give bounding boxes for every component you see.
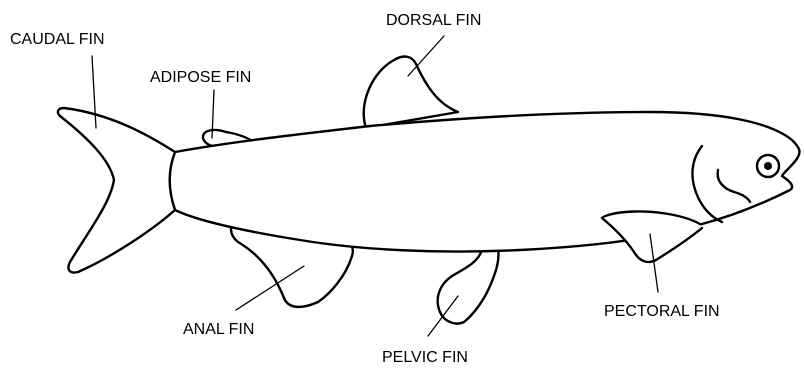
- caudal-fin: [58, 108, 175, 273]
- pelvic-fin: [438, 248, 499, 324]
- adipose-fin-label: ADIPOSE FIN: [150, 69, 251, 86]
- dorsal-fin-label: DORSAL FIN: [386, 12, 481, 29]
- dorsal-fin-leader: [408, 36, 444, 76]
- dorsal-fin: [364, 57, 458, 128]
- caudal-fin-label: CAUDAL FIN: [10, 31, 105, 48]
- anal-fin-label: ANAL FIN: [183, 321, 254, 338]
- fish-body: [170, 112, 800, 252]
- pupil: [764, 162, 772, 170]
- pelvic-fin-label: PELVIC FIN: [382, 349, 468, 366]
- pectoral-fin-label: PECTORAL FIN: [604, 303, 720, 320]
